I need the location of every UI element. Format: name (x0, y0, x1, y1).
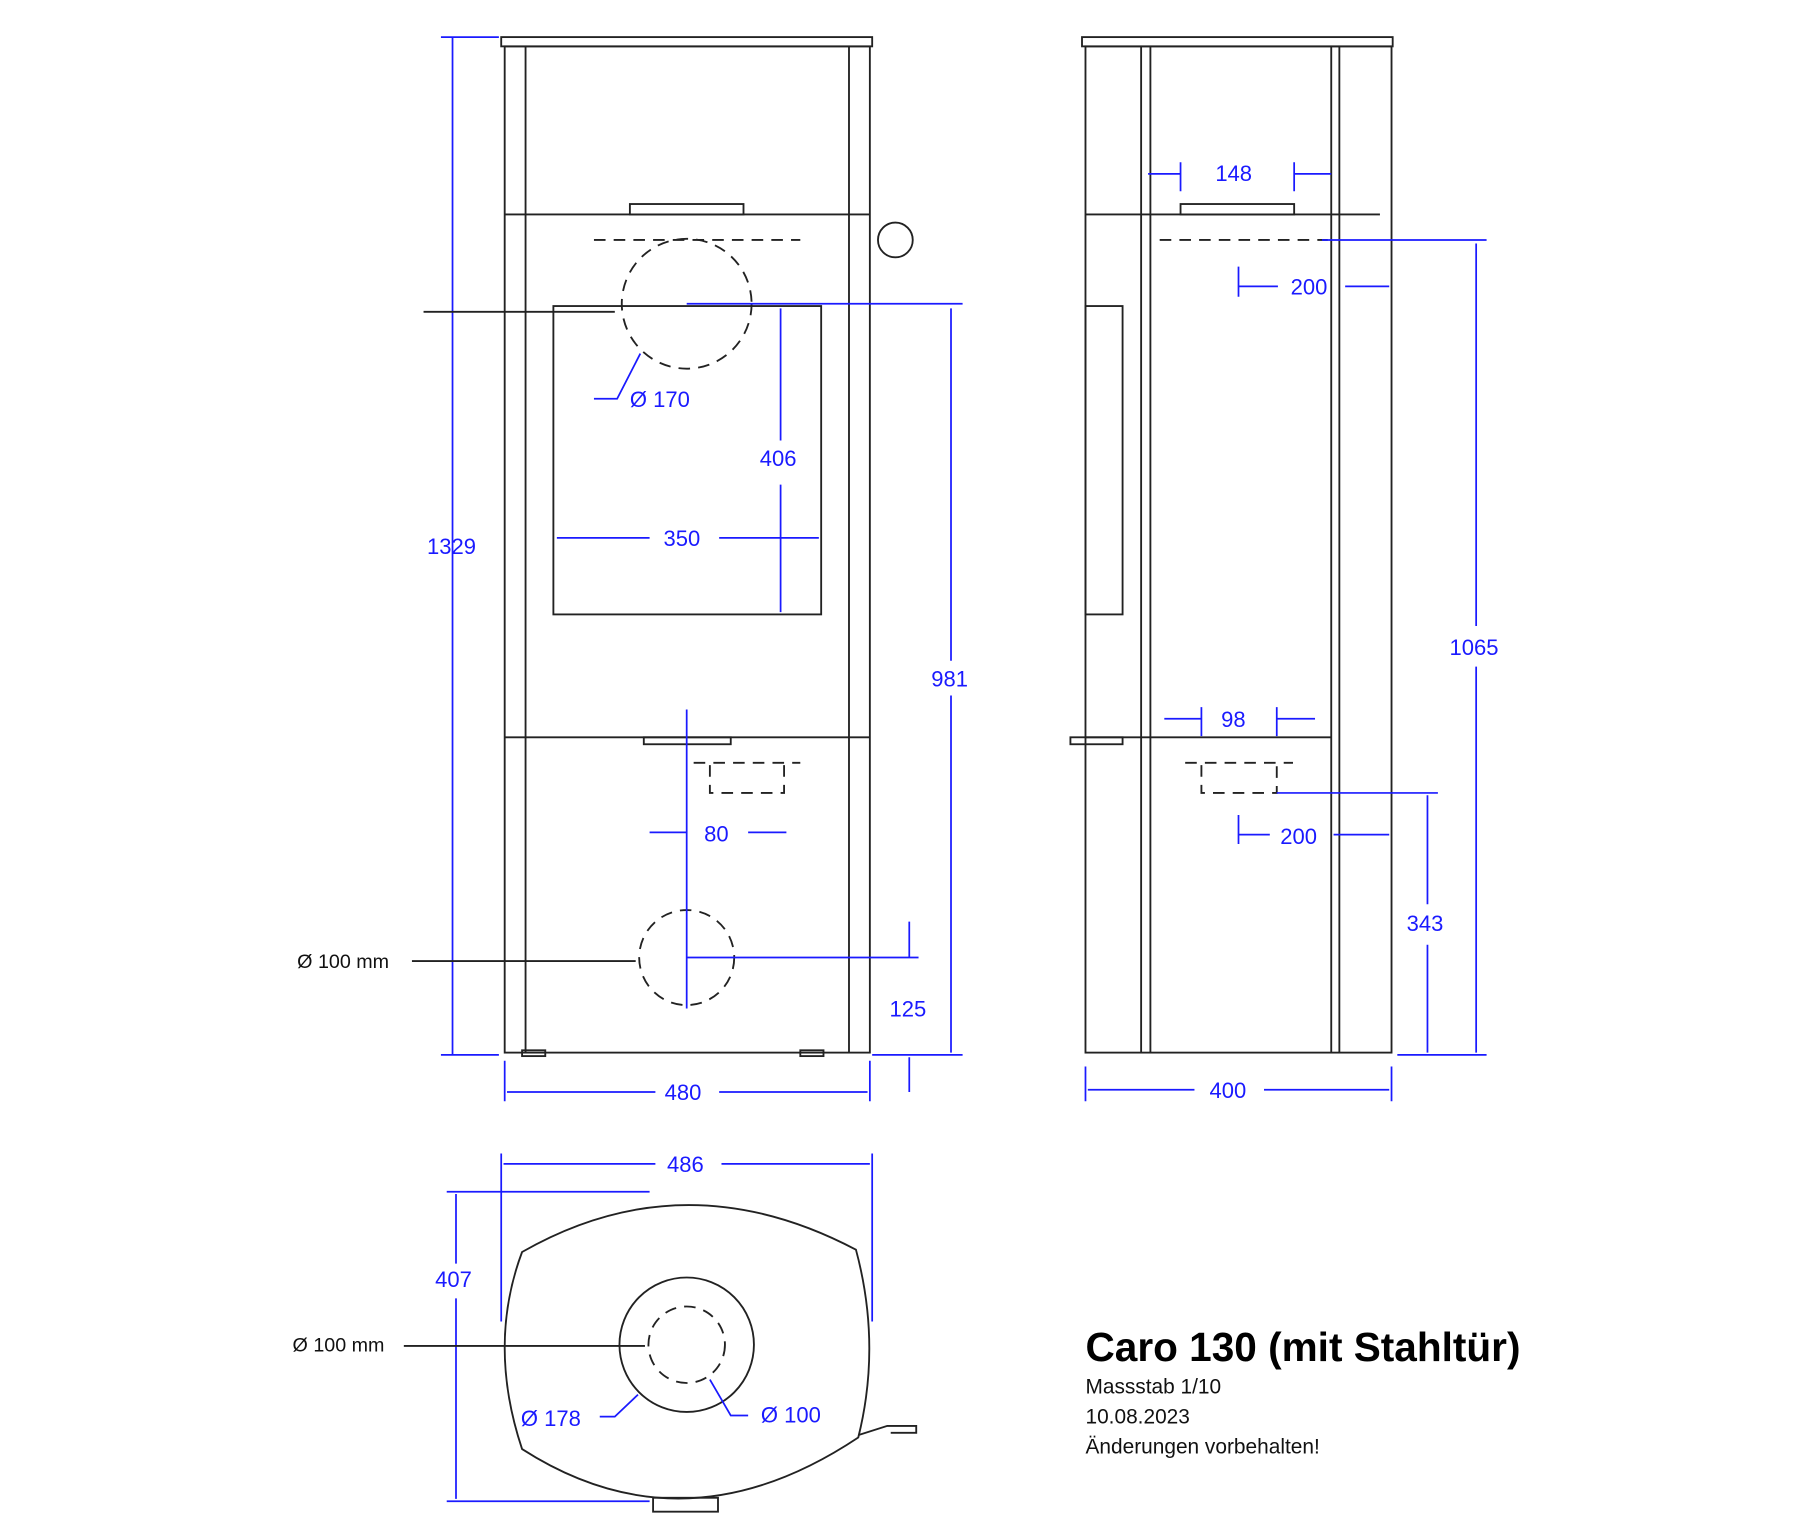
top-dimensions: 486 407 Ø 100 mm Ø 178 Ø 100 (293, 1152, 874, 1503)
dim-lower-flue-depth: 200 (1280, 824, 1317, 849)
front-view (500, 36, 914, 1058)
dim-flue-height: 981 (931, 666, 968, 691)
top-view (503, 1204, 918, 1513)
dim-air-inlet-height: 125 (890, 997, 927, 1022)
dim-side-width: 400 (1210, 1078, 1247, 1103)
drawing-title: Caro 130 (mit Stahltür) (1085, 1324, 1520, 1370)
dim-inner-diameter: Ø 100 (761, 1402, 821, 1427)
dim-side-1065: 1065 (1449, 635, 1498, 660)
dim-side-top-offset: 148 (1215, 161, 1252, 186)
dim-front-width: 480 (665, 1080, 702, 1105)
dim-top-depth: 407 (435, 1267, 472, 1292)
dim-window-width: 350 (664, 526, 701, 551)
drawing-note: Änderungen vorbehalten! (1085, 1436, 1319, 1459)
drawing-scale: Massstab 1/10 (1085, 1375, 1221, 1398)
dim-side-lower-offset: 98 (1221, 707, 1246, 732)
dim-flue-diameter: Ø 170 (630, 387, 690, 412)
dim-bottom-offset: 80 (704, 822, 729, 847)
dim-outer-diameter: Ø 178 (521, 1406, 581, 1431)
drawing-date: 10.08.2023 (1085, 1406, 1189, 1429)
side-dimensions: 400 148 200 1065 98 200 343 (1084, 161, 1498, 1103)
dim-front-height: 1329 (427, 534, 476, 559)
dim-side-343: 343 (1407, 911, 1444, 936)
front-dimensions: 1329 480 350 406 981 Ø 170 80 125 Ø 100 … (297, 36, 968, 1105)
handle-icon (877, 221, 914, 259)
dim-window-height: 406 (760, 446, 797, 471)
side-view (1069, 36, 1394, 1054)
label-air-inlet-top: Ø 100 mm (293, 1335, 385, 1357)
door-window (552, 305, 823, 616)
title-block: Caro 130 (mit Stahltür) Massstab 1/10 10… (1085, 1324, 1520, 1459)
label-air-inlet-front: Ø 100 mm (297, 951, 389, 973)
dim-top-width: 486 (667, 1152, 704, 1177)
dim-upper-flue-depth: 200 (1291, 274, 1328, 299)
